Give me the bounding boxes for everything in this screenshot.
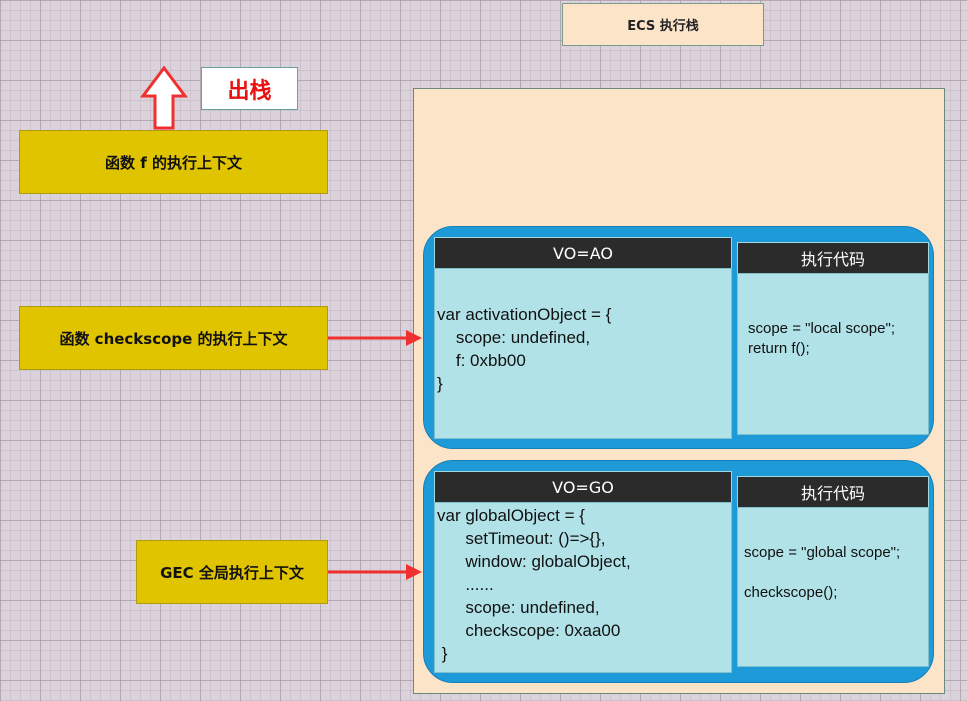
- vo-body-global: var globalObject = { setTimeout: ()=>{},…: [434, 502, 732, 673]
- code-line: checkscope();: [744, 584, 838, 601]
- context-label-gec: GEC 全局执行上下文: [160, 563, 304, 582]
- up-arrow-icon: [140, 65, 188, 130]
- vo-line: scope: undefined,: [437, 598, 600, 617]
- context-label-checkscope: 函数 checkscope 的执行上下文: [59, 329, 288, 348]
- vo-line: var globalObject = {: [437, 506, 585, 525]
- code-header-checkscope: 执行代码: [737, 242, 929, 274]
- code-line: [744, 563, 928, 583]
- code-line: return f();: [748, 340, 810, 357]
- popped-label: 出栈: [201, 67, 298, 110]
- code-line: scope = "local scope";: [748, 320, 895, 337]
- code-header-global: 执行代码: [737, 476, 929, 508]
- vo-line: ......: [437, 575, 494, 594]
- vo-line: setTimeout: ()=>{},: [437, 529, 606, 548]
- popped-label-text: 出栈: [227, 78, 272, 104]
- vo-line: window: globalObject,: [437, 552, 631, 571]
- vo-line: var activationObject = {: [437, 305, 612, 324]
- code-header-text-global: 执行代码: [800, 484, 865, 503]
- context-box-f: 函数 f 的执行上下文: [19, 130, 328, 194]
- right-arrow-icon: [328, 330, 422, 346]
- code-line: scope = "global scope";: [744, 544, 901, 561]
- vo-body-checkscope: var activationObject = { scope: undefine…: [434, 268, 732, 439]
- vo-header-text-checkscope: VO=AO: [553, 243, 613, 263]
- ecs-title-text: ECS 执行栈: [627, 19, 699, 34]
- code-body-checkscope: scope = "local scope"; return f();: [737, 273, 929, 435]
- vo-line: }: [437, 374, 443, 393]
- code-body-global: scope = "global scope"; checkscope();: [737, 507, 929, 667]
- context-label-f: 函数 f 的执行上下文: [105, 153, 242, 172]
- vo-header-global: VO=GO: [434, 471, 732, 503]
- context-box-checkscope: 函数 checkscope 的执行上下文: [19, 306, 328, 370]
- ecs-title: ECS 执行栈: [562, 3, 764, 46]
- context-box-gec: GEC 全局执行上下文: [136, 540, 328, 604]
- code-header-text-checkscope: 执行代码: [800, 250, 865, 269]
- vo-line: f: 0xbb00: [437, 351, 526, 370]
- right-arrow-icon: [328, 564, 422, 580]
- vo-line: }: [437, 644, 448, 663]
- vo-header-text-global: VO=GO: [552, 477, 614, 497]
- vo-line: scope: undefined,: [437, 328, 591, 347]
- vo-line: checkscope: 0xaa00: [437, 621, 621, 640]
- vo-header-checkscope: VO=AO: [434, 237, 732, 269]
